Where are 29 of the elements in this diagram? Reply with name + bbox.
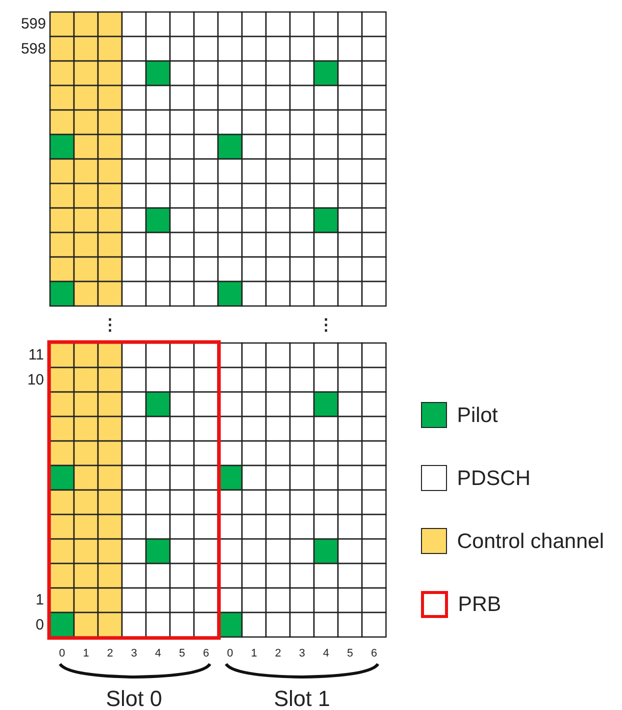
column-index: 3 (298, 648, 306, 660)
row-index: 599 (20, 16, 46, 32)
row-index: 1 (36, 592, 44, 608)
column-index: 3 (130, 648, 138, 660)
column-index: 5 (346, 648, 354, 660)
slot-label: Slot 1 (274, 688, 330, 710)
column-index: 2 (274, 648, 282, 660)
column-index: 1 (250, 648, 258, 660)
column-index: 0 (58, 648, 66, 660)
row-index: 0 (36, 617, 44, 632)
legend-label: Pilot (457, 404, 498, 426)
column-index: 2 (106, 648, 114, 660)
column-index: 4 (154, 648, 162, 660)
column-index: 5 (178, 648, 186, 660)
slot-label: Slot 0 (106, 688, 162, 710)
column-index: 0 (226, 648, 234, 660)
ellipsis: ⋮ (318, 318, 334, 334)
ellipsis: ⋮ (102, 318, 118, 334)
row-index: 598 (20, 41, 46, 56)
row-index: 11 (28, 348, 44, 363)
column-index: 6 (370, 648, 378, 660)
legend-label: PRB (458, 594, 502, 615)
legend-label: Control channel (457, 530, 604, 552)
legend-label: PDSCH (457, 468, 531, 488)
column-index: 1 (82, 648, 90, 660)
column-index: 4 (322, 648, 330, 660)
row-index: 10 (27, 372, 44, 388)
prb-outline (47, 340, 221, 640)
column-index: 6 (202, 648, 210, 660)
